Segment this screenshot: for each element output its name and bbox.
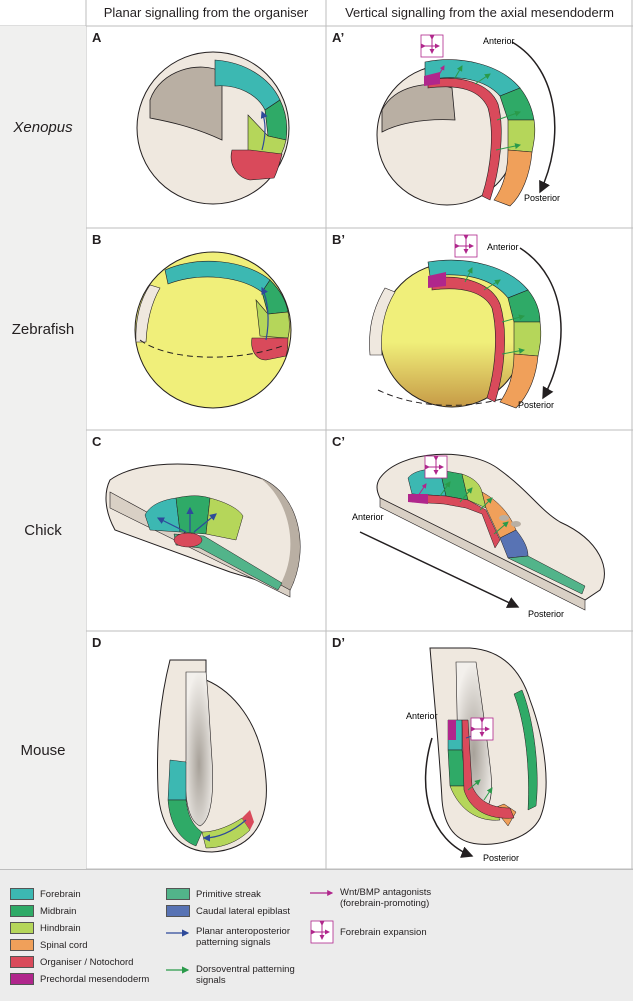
chick-planar-embryo	[105, 463, 301, 598]
anterior-label-a: Anterior	[483, 36, 515, 46]
legend-swatch-organiser	[10, 956, 34, 968]
legend-wnt-line2: (forebrain-promoting)	[340, 898, 430, 909]
legend-dv-signals: Dorsoventral patterning signals	[196, 964, 295, 986]
legend-primitive-streak: Primitive streak	[196, 889, 261, 900]
legend-swatch-hindbrain	[10, 922, 34, 934]
legend-swatch-prechordal	[10, 973, 34, 985]
legend-midbrain: Midbrain	[40, 906, 77, 917]
legend-planar-line1: Planar anteroposterior	[196, 926, 290, 937]
posterior-label-b: Posterior	[518, 400, 554, 410]
posterior-label-a: Posterior	[524, 193, 560, 203]
panel-letter-d: D	[92, 635, 102, 650]
legend-organiser: Organiser / Notochord	[40, 957, 134, 968]
mouse-vertical-embryo	[424, 647, 547, 858]
row-label-chick: Chick	[0, 430, 86, 631]
row-label-mouse: Mouse	[0, 631, 86, 869]
zebrafish-vertical-embryo	[369, 235, 562, 409]
panel-letter-a-prime: A’	[332, 30, 345, 45]
legend-swatch-midbrain	[10, 905, 34, 917]
legend-wnt-bmp: Wnt/BMP antagonists (forebrain-promoting…	[340, 887, 431, 909]
anterior-label-b: Anterior	[487, 242, 519, 252]
panel-letter-b: B	[92, 232, 102, 247]
header-planar: Planar signalling from the organiser	[103, 5, 309, 20]
zebrafish-planar-embryo	[134, 251, 292, 409]
header-vertical: Vertical signalling from the axial mesen…	[345, 5, 614, 20]
legend-swatch-caudal-epiblast	[166, 905, 190, 917]
legend-dv-line2: signals	[196, 975, 226, 986]
panel-letter-b-prime: B’	[332, 232, 345, 247]
legend-swatch-spinal-cord	[10, 939, 34, 951]
legend: Forebrain Midbrain Hindbrain Spinal cord…	[0, 869, 633, 1001]
legend-dv-line1: Dorsoventral patterning	[196, 964, 295, 975]
legend-swatch-primitive-streak	[166, 888, 190, 900]
posterior-label-c: Posterior	[528, 609, 564, 619]
legend-swatch-forebrain	[10, 888, 34, 900]
panel-letter-c: C	[92, 434, 102, 449]
legend-arrows	[166, 890, 334, 974]
xenopus-vertical-embryo	[376, 35, 556, 207]
row-label-xenopus: Xenopus	[0, 26, 86, 228]
anterior-label-c: Anterior	[352, 512, 384, 522]
panel-letter-d-prime: D’	[332, 635, 345, 650]
legend-caudal-epiblast: Caudal lateral epiblast	[196, 906, 291, 917]
chick-vertical-embryo	[359, 453, 605, 611]
legend-spinal-cord: Spinal cord	[40, 940, 88, 951]
legend-forebrain-expansion: Forebrain expansion	[340, 927, 427, 938]
legend-planar-signals: Planar anteroposterior patterning signal…	[196, 926, 290, 948]
xenopus-planar-embryo	[136, 51, 290, 205]
panel-letter-c-prime: C’	[332, 434, 345, 449]
embryo-illustrations: Anterior Posterior	[105, 0, 605, 863]
legend-prechordal: Prechordal mesendoderm	[40, 974, 150, 985]
panel-letter-a: A	[92, 30, 102, 45]
row-label-zebrafish: Zebrafish	[0, 228, 86, 430]
anterior-label-d: Anterior	[406, 711, 438, 721]
mouse-planar-embryo	[157, 659, 267, 853]
legend-planar-line2: patterning signals	[196, 937, 271, 948]
posterior-label-d: Posterior	[483, 853, 519, 863]
legend-forebrain: Forebrain	[40, 889, 81, 900]
legend-wnt-line1: Wnt/BMP antagonists	[340, 887, 432, 898]
legend-hindbrain: Hindbrain	[40, 923, 81, 934]
